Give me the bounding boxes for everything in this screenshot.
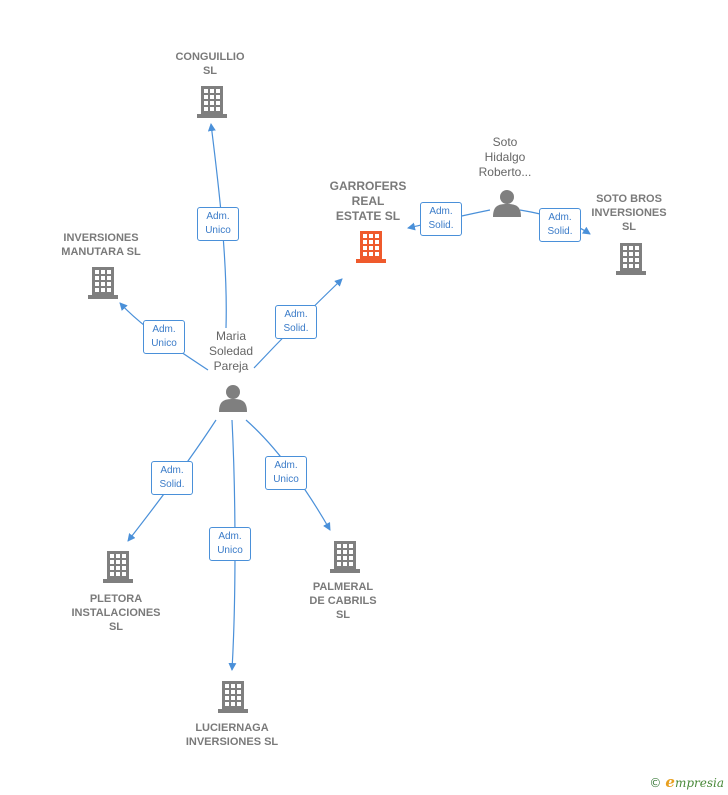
- company-label-pletora[interactable]: PLETORA INSTALACIONES SL: [71, 593, 161, 633]
- building-icon-palmeral[interactable]: [330, 541, 360, 573]
- edge-label-garrofers-maria: Adm. Solid.: [275, 305, 317, 339]
- company-label-luciernaga[interactable]: LUCIERNAGA INVERSIONES SL: [185, 722, 279, 748]
- copyright-icon: ©: [649, 776, 662, 790]
- edge-label-pletora: Adm. Solid.: [151, 461, 193, 495]
- building-icon-soto-bros[interactable]: [616, 243, 646, 275]
- person-label-soto[interactable]: Soto Hidalgo Roberto...: [478, 135, 532, 179]
- company-label-manutara[interactable]: INVERSIONES MANUTARA SL: [61, 232, 141, 258]
- building-icon-luciernaga[interactable]: [218, 681, 248, 713]
- edge-label-palmeral: Adm. Unico: [265, 456, 307, 490]
- edge-label-luciernaga: Adm. Unico: [209, 527, 251, 561]
- edge-label-manutara: Adm. Unico: [143, 320, 185, 354]
- company-label-garrofers[interactable]: GARROFERS REAL ESTATE SL: [329, 179, 407, 223]
- building-icon-manutara[interactable]: [88, 267, 118, 299]
- building-icon-garrofers[interactable]: [356, 231, 386, 263]
- building-icon-conguillio[interactable]: [197, 86, 227, 118]
- edge-label-conguillio: Adm. Unico: [197, 207, 239, 241]
- edge-label-garrofers-soto: Adm. Solid.: [420, 202, 462, 236]
- edge-label-soto-bros: Adm. Solid.: [539, 208, 581, 242]
- person-label-maria[interactable]: Maria Soledad Pareja: [208, 329, 254, 373]
- company-label-soto-bros[interactable]: SOTO BROS INVERSIONES SL: [591, 193, 667, 233]
- brand-name: mpresia: [674, 776, 724, 790]
- brand-initial: e: [665, 773, 675, 791]
- company-label-palmeral[interactable]: PALMERAL DE CABRILS SL: [309, 581, 377, 621]
- person-icon-soto[interactable]: [493, 190, 521, 217]
- building-icon-pletora[interactable]: [103, 551, 133, 583]
- company-label-conguillio[interactable]: CONGUILLIO SL: [175, 51, 245, 77]
- person-icon-maria[interactable]: [219, 385, 247, 412]
- brand-logo: ©empresia: [649, 773, 724, 791]
